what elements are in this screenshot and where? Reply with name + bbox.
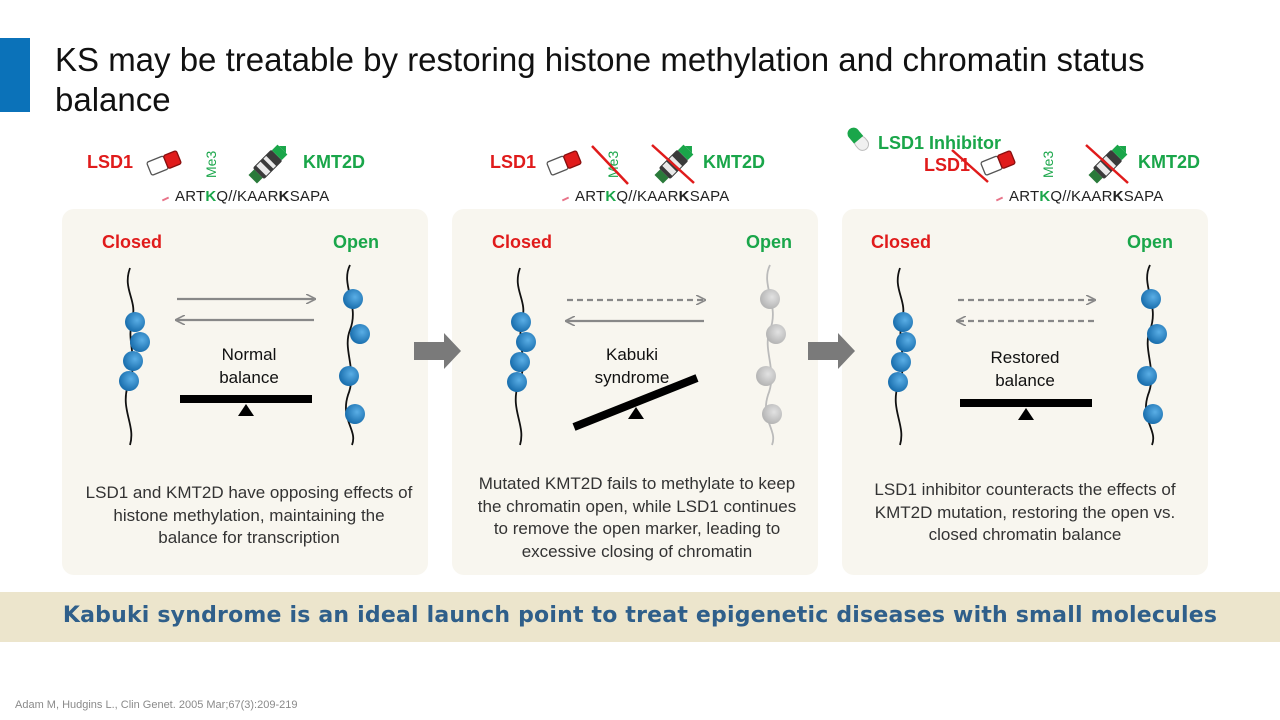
seesaw-beam-2-tilted — [572, 374, 699, 431]
arrow-right-icon — [414, 333, 461, 369]
closed-chromatin-3 — [888, 267, 916, 446]
open-chromatin-3 — [1137, 264, 1167, 446]
crossed-out-icon — [1085, 144, 1129, 184]
open-chromatin-1 — [339, 264, 370, 446]
panel-normal — [62, 209, 428, 575]
panel-kabuki — [452, 209, 818, 575]
conclusion-banner — [0, 592, 1280, 642]
eraser-icon — [546, 150, 582, 176]
open-label-2: Open — [746, 232, 793, 252]
eraser-icon — [146, 150, 182, 176]
closed-label-3: Closed — [871, 232, 932, 252]
seesaw-beam-1 — [180, 395, 312, 403]
histone-sequence-2: ARTKQ//KAARKSAPA — [575, 188, 730, 205]
conclusion-text: Kabuki syndrome is an ideal launch point… — [62, 603, 1218, 628]
histone-sequence-3: ARTKQ//KAARKSAPA — [1009, 188, 1164, 205]
panel-description-2: Mutated KMT2D fails to methylate to keep… — [477, 474, 797, 561]
seesaw-fulcrum-1 — [238, 404, 254, 416]
open-label-3: Open — [1127, 232, 1174, 252]
seesaw-fulcrum-3 — [1018, 408, 1034, 420]
slide-title: KS may be treatable by restoring histone… — [55, 41, 1145, 118]
kmt2d-label-1: KMT2D — [303, 152, 365, 172]
lsd1-label-3: LSD1 — [924, 155, 971, 175]
lsd1-label-2: LSD1 — [490, 152, 537, 172]
eraser-icon — [980, 150, 1016, 176]
closed-label-1: Closed — [102, 232, 163, 252]
kmt2d-label-3: KMT2D — [1138, 152, 1200, 172]
citation: Adam M, Hudgins L., Clin Genet. 2005 Mar… — [15, 699, 298, 711]
panel-restored — [842, 209, 1208, 575]
marker-icon — [248, 144, 288, 184]
kmt2d-label-2: KMT2D — [703, 152, 765, 172]
seesaw-fulcrum-2 — [628, 407, 644, 419]
panel-description-3: LSD1 inhibitor counteracts the effects o… — [874, 480, 1176, 544]
closed-chromatin-2 — [507, 267, 536, 446]
arrow-right-icon — [808, 333, 855, 369]
crossed-out-icon — [591, 145, 629, 185]
crossed-out-icon — [951, 149, 989, 183]
open-chromatin-2-faded — [756, 264, 786, 446]
pill-icon — [847, 127, 869, 151]
lsd1-label-1: LSD1 — [87, 152, 134, 172]
title-accent-bar — [0, 38, 30, 112]
closed-chromatin-1 — [119, 267, 150, 446]
crossed-out-icon — [651, 144, 695, 184]
open-label-1: Open — [333, 232, 380, 252]
closed-label-2: Closed — [492, 232, 553, 252]
histone-sequence-1: ARTKQ//KAARKSAPA — [175, 188, 330, 205]
seesaw-beam-3 — [960, 399, 1092, 407]
lsd1-inhibitor-label: LSD1 Inhibitor — [878, 133, 1001, 153]
